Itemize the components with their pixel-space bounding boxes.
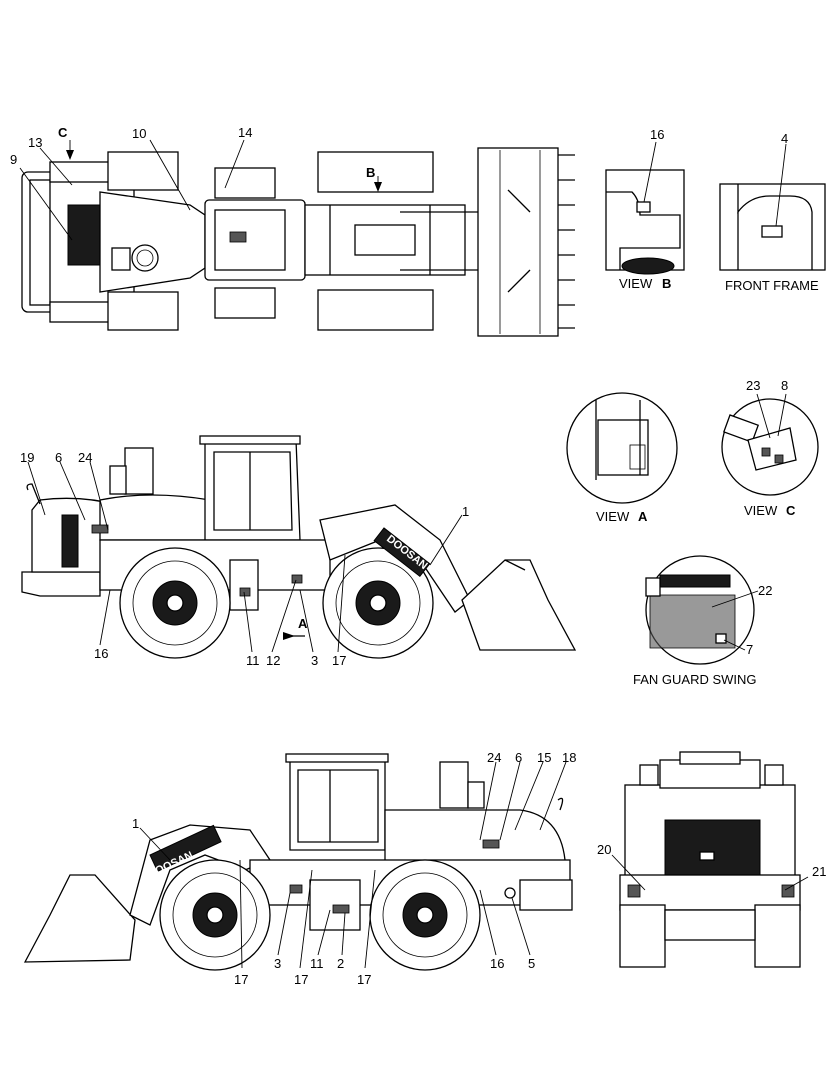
callout-20: 20 [597,842,611,857]
callout-13: 13 [28,135,42,150]
callout-11-left: 11 [246,653,260,668]
callout-10: 10 [132,126,146,141]
callout-17-right-a: 17 [294,972,308,987]
callout-17-left: 17 [332,653,346,668]
callout-24-left: 24 [78,450,92,465]
callout-3-right: 3 [274,956,281,971]
top-view [19,139,575,337]
callout-12-left: 12 [266,653,280,668]
callout-16-left: 16 [94,646,108,661]
callout-2-right: 2 [337,956,344,971]
view-b-caption: VIEW [619,276,653,291]
view-a-marker: A [298,616,308,631]
callout-7: 7 [746,642,753,657]
front-frame-detail [719,143,826,271]
view-a-letter: A [638,509,648,524]
view-a-detail [566,392,678,504]
callout-16-right: 16 [490,956,504,971]
callout-16-view-b: 16 [650,127,664,142]
view-b-marker: B [366,165,375,180]
callout-1-left: 1 [462,504,469,519]
callout-6-left: 6 [55,450,62,465]
fan-guard-caption: FAN GUARD SWING [633,672,757,687]
callout-19-left: 19 [20,450,34,465]
callout-4: 4 [781,131,788,146]
fan-guard-detail [645,555,759,665]
callout-9: 9 [10,152,17,167]
callout-18-right: 18 [562,750,576,765]
callout-17-right-b: 17 [357,972,371,987]
view-b-letter: B [662,276,671,291]
view-c-caption: VIEW [744,503,778,518]
callout-15-right: 15 [537,750,551,765]
callout-6-right: 6 [515,750,522,765]
rear-view [611,751,809,968]
callout-5-right: 5 [528,956,535,971]
view-c-detail [721,393,819,496]
view-c-marker: C [58,125,68,140]
callout-8: 8 [781,378,788,393]
callout-22: 22 [758,583,772,598]
view-b-detail [605,141,685,275]
callout-3-left: 3 [311,653,318,668]
callout-23: 23 [746,378,760,393]
callout-14: 14 [238,125,252,140]
callout-11-right: 11 [310,956,324,971]
callout-17-right-c: 17 [234,972,248,987]
left-side-view [21,435,577,659]
callout-21: 21 [812,864,826,879]
callout-1-right: 1 [132,816,139,831]
front-frame-caption: FRONT FRAME [725,278,819,293]
right-side-view [23,753,573,971]
callout-24-right: 24 [487,750,501,765]
view-a-caption: VIEW [596,509,630,524]
view-c-letter: C [786,503,796,518]
